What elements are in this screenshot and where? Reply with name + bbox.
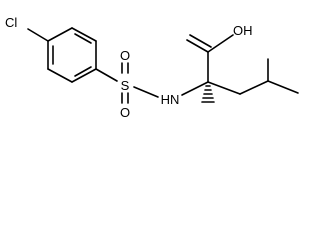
stereo-hash-bond: [201, 85, 215, 103]
side-chain-bond: [207, 81, 241, 95]
molecule-diagram: Cl S O O HN OH: [5, 15, 299, 120]
s-n-bond: [133, 86, 159, 98]
ring-bond: [71, 27, 97, 42]
chlorine-atom: Cl: [5, 15, 17, 30]
ring-bond: [47, 27, 73, 42]
oxygen-atom-bottom: O: [120, 105, 130, 120]
oxygen-atom-top: O: [120, 48, 130, 63]
benzene-ring: [47, 27, 97, 83]
c-s-bond: [95, 68, 118, 82]
side-chain-bond: [267, 80, 299, 94]
c-o-double-bond: [186, 39, 209, 53]
ring-double-bond: [74, 66, 92, 77]
sulfur-atom: S: [121, 78, 130, 93]
c-oh-bond: [207, 34, 234, 53]
ring-double-bond: [74, 33, 92, 44]
c-o-double-bond: [189, 34, 212, 48]
ring-bond: [47, 68, 73, 83]
hydroxyl-group: OH: [233, 23, 253, 38]
nitrogen-atom: HN: [161, 92, 180, 107]
n-c-bond: [181, 81, 209, 96]
ring-bond: [71, 68, 97, 83]
side-chain-bond: [239, 80, 269, 95]
c-cl-bond: [27, 28, 49, 42]
